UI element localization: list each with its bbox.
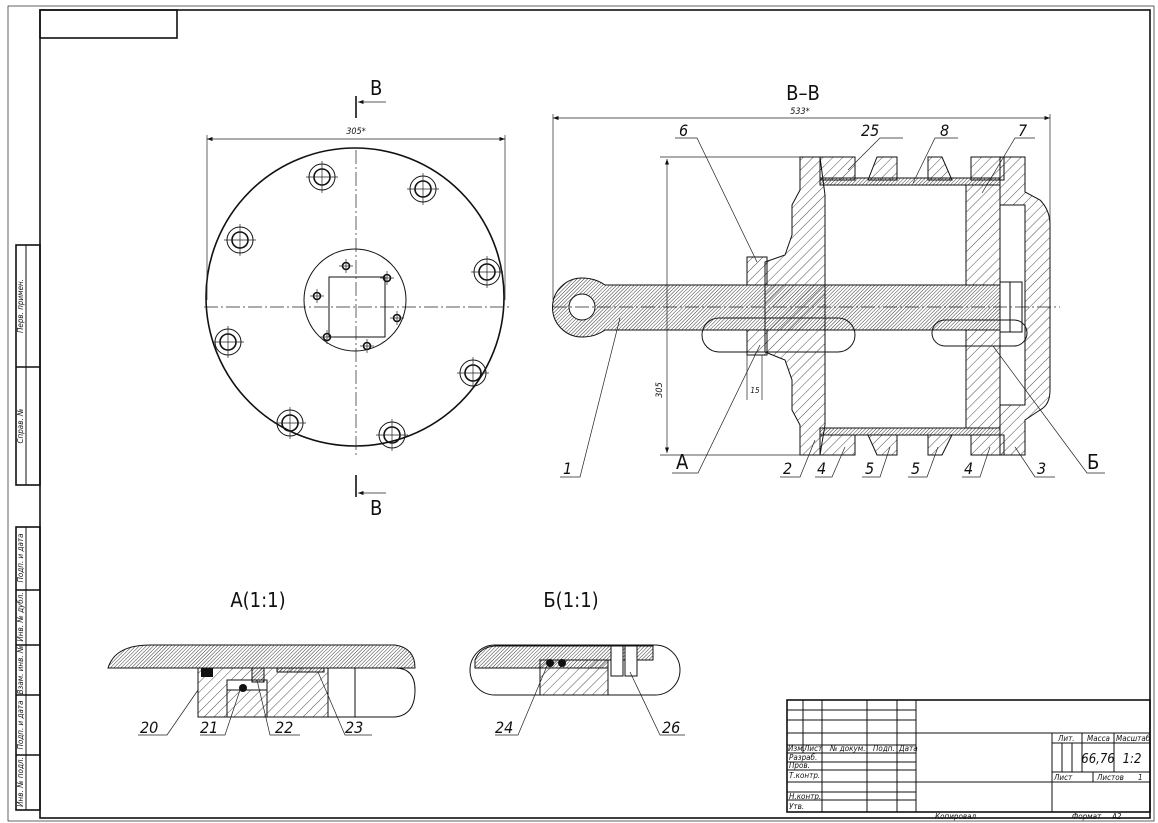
side-margin-labels: Перв. примен. Справ. № Подп. и дата Инв.…: [16, 279, 25, 807]
col-header-sign: Подп.: [873, 744, 895, 753]
format-value: A2: [1111, 812, 1122, 821]
margin-label: Инв. № подл.: [16, 757, 25, 807]
small-hole: [360, 339, 374, 353]
col-header-date: Дата: [898, 744, 918, 753]
copied-label: Копировал: [935, 812, 977, 821]
callout-8: 8: [940, 121, 949, 140]
top-stamp-box: [39, 9, 178, 39]
small-hole: [390, 311, 404, 325]
hub-circle: [303, 248, 407, 352]
format-label: Формат: [1072, 812, 1102, 821]
bolt-hole: [471, 256, 503, 288]
title-block: Изм. Лист № докум. Подп. Дата Разраб. Пр…: [786, 699, 1151, 821]
gap-dimension: 15: [750, 386, 760, 395]
small-hole: [310, 289, 324, 303]
detail-a-mark: А: [676, 450, 689, 474]
small-hole: [320, 330, 334, 344]
sheets-label: Листов: [1096, 773, 1124, 782]
callout-1: 1: [563, 459, 572, 478]
callout-2: 2: [783, 459, 792, 478]
bolt-hole: [407, 173, 439, 205]
margin-label: Подп. и дата: [16, 533, 25, 582]
tube-8-bottom: [819, 427, 1001, 436]
role-developer: Разраб.: [789, 753, 817, 762]
callout-23: 23: [345, 718, 363, 737]
role-tech-control: Т.контр.: [789, 771, 820, 780]
callout-26: 26: [662, 718, 680, 737]
sheet-frame: [7, 5, 1155, 822]
margin-label: Подп. и дата: [16, 700, 25, 749]
detail-b-mark: Б: [1087, 450, 1099, 474]
tube-8-top: [819, 177, 1001, 186]
section-mark-bottom: В: [370, 496, 382, 520]
callout-5: 5: [911, 459, 920, 478]
flange-outline: [205, 147, 505, 447]
sheet-label: Лист: [1053, 773, 1073, 782]
margin-label: Перв. примен.: [16, 279, 25, 333]
callout-20: 20: [140, 718, 158, 737]
end-view: 305* В В: [204, 76, 510, 520]
section-view: В–В 533* 305: [552, 81, 1105, 478]
callouts: 1 2 4 5 5 4 3 6 25 8 7 А Б: [563, 121, 1099, 478]
callout-6: 6: [679, 121, 688, 140]
role-norm-control: Н.контр.: [789, 792, 821, 801]
bolt-hole: [224, 224, 256, 256]
detail-a-outline: [701, 317, 856, 353]
role-approved: Утв.: [789, 802, 804, 811]
mass-value: 66,76: [1081, 752, 1114, 767]
bolt-hole: [306, 161, 338, 193]
diameter-dimension: 305*: [346, 127, 366, 137]
scale-value: 1:2: [1123, 752, 1142, 767]
margin-label: Взам. инв. №: [16, 646, 25, 695]
sheets-value: 1: [1138, 773, 1143, 782]
mass-label: Масса: [1087, 734, 1110, 743]
bolt-hole: [212, 326, 244, 358]
section-title: В–В: [786, 81, 820, 105]
detail-b-title: Б(1:1): [543, 588, 598, 612]
callout-5: 5: [865, 459, 874, 478]
bolt-hole: [457, 357, 489, 389]
callout-22: 22: [275, 718, 293, 737]
small-hole: [380, 271, 394, 285]
detail-b: Б(1:1) 24 26: [469, 588, 685, 737]
role-checker: Пров.: [789, 761, 810, 770]
callout-3: 3: [1037, 459, 1046, 478]
col-header-doc: № докум.: [829, 744, 865, 753]
length-dimension: 533*: [790, 107, 810, 117]
small-holes: [310, 259, 404, 353]
callout-4: 4: [964, 459, 973, 478]
piston-7: [965, 184, 1001, 286]
rod-1: [552, 277, 1001, 338]
margin-label: Справ. №: [16, 408, 25, 443]
bolt-holes: [212, 161, 503, 451]
detail-a-title: А(1:1): [230, 588, 285, 612]
square-opening: [328, 276, 386, 338]
margin-label: Инв. № дубл.: [16, 592, 25, 641]
detail-a: А(1:1) 20 21 22 23: [107, 588, 416, 737]
small-hole: [339, 259, 353, 273]
section-mark-top: В: [370, 76, 382, 100]
col-header-izm: Изм.: [788, 744, 805, 753]
height-dimension: 305: [655, 382, 665, 397]
callout-24: 24: [495, 718, 513, 737]
callout-7: 7: [1018, 121, 1028, 140]
bolt-hole: [274, 407, 306, 439]
bolt-hole: [376, 419, 408, 451]
callout-21: 21: [200, 718, 218, 737]
col-header-list: Лист: [803, 744, 823, 753]
detail-b-outline: [931, 319, 1028, 347]
callout-25: 25: [861, 121, 879, 140]
lit-label: Лит.: [1057, 734, 1075, 743]
callout-4: 4: [817, 459, 826, 478]
scale-label: Масштаб: [1116, 734, 1151, 743]
